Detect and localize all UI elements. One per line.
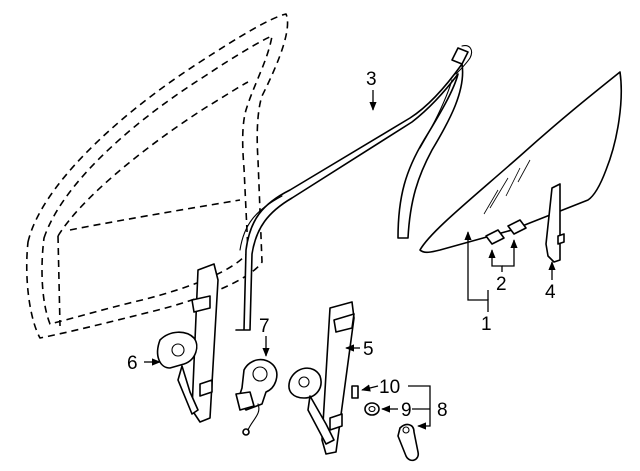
callout-7: 7 (259, 316, 270, 337)
callout-8: 8 (437, 400, 448, 421)
regulator-screw (351, 385, 359, 399)
handle-escutcheon (364, 402, 380, 416)
callout-1: 1 (481, 314, 492, 335)
callout-3: 3 (366, 69, 377, 90)
callout-5: 5 (363, 339, 374, 360)
callout-10: 10 (379, 377, 400, 398)
callout-2: 2 (496, 274, 507, 295)
regulator-motor (235, 358, 278, 436)
callout-labels: 3 2 1 4 5 6 7 10 9 8 (127, 69, 556, 421)
callout-9: 9 (401, 400, 412, 421)
door-glass (419, 71, 623, 254)
rear-window-regulator (288, 301, 355, 455)
door-shell-outline (25, 13, 289, 339)
window-crank-handle (397, 423, 420, 462)
callout-4: 4 (545, 282, 556, 303)
front-window-regulator (156, 263, 219, 423)
leader-lines (144, 90, 556, 430)
callout-6: 6 (127, 353, 138, 374)
glass-clips (485, 219, 527, 245)
glass-run-channel (235, 45, 473, 331)
